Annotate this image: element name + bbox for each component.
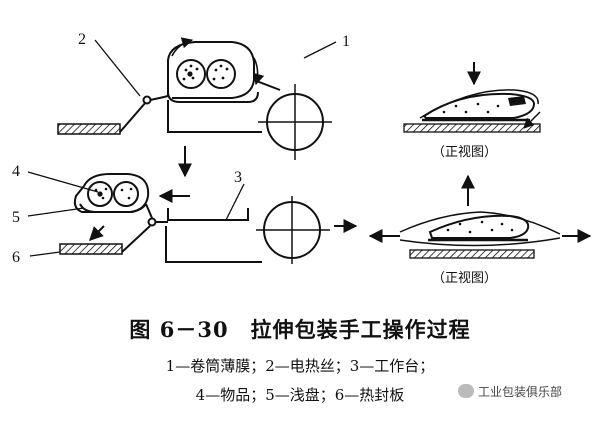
label-2: 2 bbox=[78, 31, 86, 48]
diagram-canvas: （正视图） （正视图） 1 2 3 4 5 6 bbox=[12, 31, 592, 286]
heat-seal-plate-top bbox=[57, 123, 121, 135]
label-1: 1 bbox=[342, 33, 350, 50]
stage-bottom-left bbox=[27, 171, 330, 264]
heat-seal-plate-right-top bbox=[403, 123, 541, 133]
heating-wire-bottom bbox=[147, 217, 157, 227]
front-view-label-top: （正视图） bbox=[432, 145, 497, 160]
label-3: 3 bbox=[234, 169, 242, 186]
front-view-label-bottom: （正视图） bbox=[432, 271, 497, 286]
watermark: 工业包装俱乐部 bbox=[458, 383, 562, 400]
stage-top-right bbox=[403, 62, 541, 133]
heating-wire-top bbox=[142, 95, 152, 105]
tray-bottom bbox=[79, 203, 147, 213]
tray-top bbox=[167, 91, 259, 103]
heat-seal-plate-right-bottom bbox=[409, 249, 535, 259]
worktable bbox=[167, 208, 249, 221]
figure-title: 图 6－30 拉伸包装手工操作过程 bbox=[129, 317, 471, 342]
chat-bubble-icon bbox=[458, 384, 474, 398]
stage-bottom-right bbox=[368, 211, 592, 259]
arrow-to-seal-plate bbox=[89, 225, 105, 241]
label-5: 5 bbox=[12, 209, 20, 226]
label-4: 4 bbox=[12, 163, 20, 180]
product-side-bottom bbox=[428, 214, 530, 239]
watermark-text: 工业包装俱乐部 bbox=[478, 385, 563, 399]
product-bottom-2 bbox=[113, 181, 139, 207]
legend-line-1: 1—卷筒薄膜；2—电热丝；3—工作台； bbox=[165, 357, 435, 375]
product-bottom-1 bbox=[87, 181, 113, 207]
product-top-2 bbox=[206, 59, 236, 89]
label-6: 6 bbox=[12, 249, 20, 266]
heat-seal-plate-bottom bbox=[59, 243, 123, 255]
legend-line-2: 4—物品；5—浅盘；6—热封板 bbox=[195, 386, 405, 404]
product-top-1 bbox=[176, 59, 206, 89]
stage-top-left bbox=[57, 37, 337, 160]
